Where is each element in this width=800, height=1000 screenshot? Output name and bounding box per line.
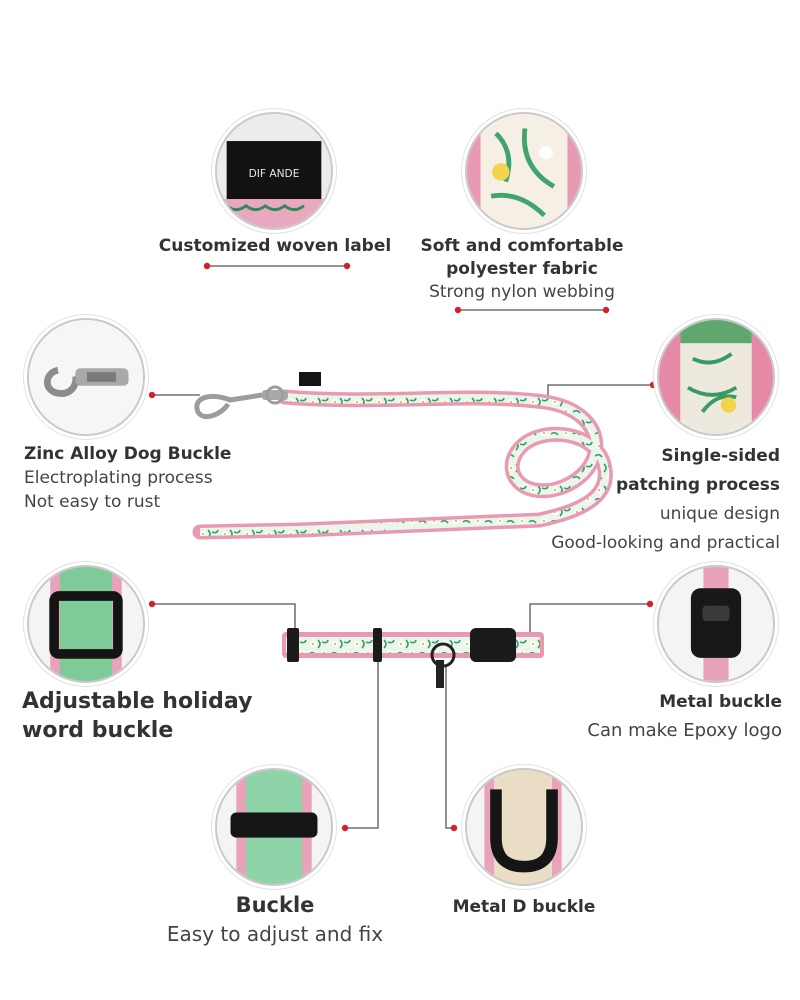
connector-metal bbox=[529, 603, 650, 636]
fabric-closeup-icon bbox=[467, 114, 581, 228]
zinc-buckle-title: Zinc Alloy Dog Buckle bbox=[24, 444, 232, 464]
buckle-title: Buckle bbox=[235, 893, 315, 917]
leash-icon bbox=[192, 372, 613, 540]
zinc-buckle-desc-line1: Electroplating process bbox=[24, 468, 213, 488]
metal-buckle-title: Metal buckle bbox=[659, 692, 782, 712]
connector-dots bbox=[148, 262, 657, 832]
patching-desc-line2: Good-looking and practical bbox=[551, 533, 780, 553]
d-buckle-title: Metal D buckle bbox=[452, 897, 596, 917]
connector-buckle bbox=[345, 640, 379, 829]
woven-label-icon: DIF ANDE bbox=[217, 114, 331, 228]
metal-buckle-icon bbox=[659, 567, 773, 681]
holiday-buckle-closeup bbox=[27, 565, 145, 683]
d-ring-icon bbox=[467, 770, 581, 884]
metal-buckle-closeup bbox=[657, 565, 775, 683]
slider-buckle-closeup bbox=[215, 768, 333, 886]
patching-desc-line1: unique design bbox=[659, 504, 780, 524]
buckle-desc: Easy to adjust and fix bbox=[166, 922, 384, 946]
holiday-buckle-title-line1: Adjustable holiday bbox=[22, 689, 253, 714]
brand-label: DIF ANDE bbox=[249, 167, 300, 180]
d-ring-closeup bbox=[465, 768, 583, 886]
patching-closeup-icon bbox=[659, 320, 773, 434]
zinc-hook-closeup bbox=[27, 318, 145, 436]
holiday-buckle-icon bbox=[29, 567, 143, 681]
fabric-title-line2: polyester fabric bbox=[446, 259, 598, 279]
zinc-buckle-desc-line2: Not easy to rust bbox=[24, 492, 161, 512]
slider-buckle-icon bbox=[217, 770, 331, 884]
fabric-title-line1: Soft and comfortable bbox=[420, 236, 624, 256]
metal-buckle-desc: Can make Epoxy logo bbox=[587, 720, 782, 741]
zinc-hook-icon bbox=[29, 320, 143, 434]
fabric-desc: Strong nylon webbing bbox=[429, 282, 615, 302]
holiday-buckle-title-line2: word buckle bbox=[22, 718, 174, 743]
patching-title-line1: Single-sided bbox=[661, 446, 780, 466]
connector-d bbox=[445, 665, 454, 829]
woven-label-title: Customized woven label bbox=[158, 236, 392, 256]
fabric-closeup bbox=[465, 112, 583, 230]
connector-holiday bbox=[152, 603, 296, 634]
woven-label-closeup: DIF ANDE bbox=[215, 112, 333, 230]
collar-icon bbox=[282, 628, 544, 688]
patching-title-line2: patching process bbox=[615, 475, 780, 495]
patching-closeup bbox=[657, 318, 775, 436]
